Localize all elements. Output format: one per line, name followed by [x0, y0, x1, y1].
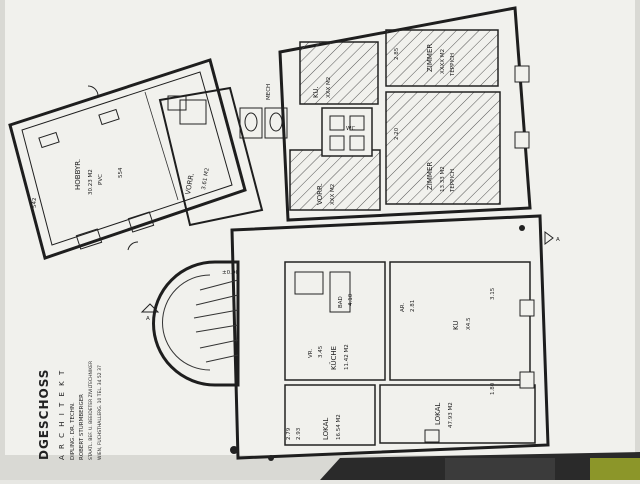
room-ku-ar	[389, 261, 531, 381]
vorr-top-area: XXX M2	[330, 184, 336, 205]
vorr-top-name: VORR.	[316, 183, 324, 205]
hobbyr-name: HOBBYR.	[74, 159, 82, 190]
room-zimmer-top	[385, 29, 499, 87]
room-lokal-small	[284, 384, 376, 446]
bad-area: 4.10	[348, 293, 354, 306]
room-ku	[299, 41, 379, 105]
section-arrow-right	[544, 231, 554, 245]
hobbyr-floor: PVC	[98, 174, 104, 185]
level-marker: ±0.00	[222, 270, 239, 276]
architect-line4: STAATL. BEF. U. BEEIDETER ZIVILTECHNIKER	[88, 361, 94, 460]
architect-line2: DIPLING. DR. TECHN.	[70, 402, 76, 460]
room-kueche	[284, 261, 386, 381]
dim-220: 2.20	[394, 127, 400, 140]
plan-title: DGESCHOSS	[37, 369, 51, 460]
mech-label: MECH	[266, 84, 272, 100]
lokal-small-area: 16.54 M2	[336, 414, 342, 440]
kueche-area: 11.42 M2	[344, 344, 350, 370]
lokal-main-area: 47.93 M2	[448, 402, 454, 428]
zimmer-bottom-area: 13.33 M2	[440, 166, 446, 192]
ar-name: AR.	[400, 303, 406, 312]
lokal-small-name: LOKAL	[322, 418, 330, 440]
room-hobbyr: HOBBYR. 30.23 M2 PVC 542 554	[8, 58, 247, 260]
room-lokal-main	[379, 384, 536, 444]
kueche-name: KÜCHE	[329, 346, 338, 370]
wc-label: WC	[346, 126, 355, 132]
architect-line1: A R C H I T E K T	[58, 369, 66, 460]
zimmer-top-name: ZIMMER	[426, 44, 434, 72]
ku-area: XXX M2	[326, 77, 332, 98]
ku2-area: X4.5	[466, 317, 472, 330]
dim-279: 2.79	[286, 427, 292, 440]
hobbyr-area: 30.23 M2	[88, 169, 94, 195]
spiral-staircase	[152, 260, 240, 387]
ar-area: 2.81	[410, 300, 416, 312]
bad-name: BAD	[338, 296, 344, 308]
vorr-diag-label: VORR.	[184, 172, 196, 195]
section-a1: A	[556, 237, 560, 243]
ku2-name: KU	[452, 320, 460, 330]
lower-block: ±0.00 KÜCHE 11.42 M2 BAD 4.10 VR. 3.45 A…	[152, 214, 550, 461]
room-vorr-top	[289, 149, 381, 211]
dim-315: 3.15	[490, 287, 496, 300]
dim-180: 1.80	[490, 382, 496, 395]
room-zimmer-bottom	[385, 91, 501, 205]
upper-right-block: ZIMMER XXXX M2 TEPPICH ZIMMER 13.33 M2 T…	[239, 6, 532, 222]
wc-fixture-2	[264, 107, 288, 139]
dim-285: 2.85	[394, 47, 400, 60]
section-a2: A	[146, 316, 150, 322]
architect-line3: ROBERT STURMBERGER	[79, 394, 85, 460]
ku-name: KU.	[312, 86, 320, 98]
wc-fixture-1	[239, 107, 263, 139]
zimmer-top-floor: TEPPICH	[450, 53, 456, 77]
vr-area: 3.45	[318, 345, 324, 358]
lokal-main-name: LOKAL	[434, 403, 442, 425]
zimmer-top-area: XXXX M2	[440, 49, 446, 74]
room-vorr-diagonal: VORR. 3.61 M2	[158, 86, 264, 227]
vr-name: VR.	[308, 349, 314, 358]
vorr-diag-area: 3.61 M2	[201, 167, 211, 190]
dim-554: 554	[118, 167, 124, 178]
zimmer-bottom-name: ZIMMER	[426, 162, 434, 190]
dim-542: 542	[32, 198, 38, 209]
architect-line5: WIEN, FUCHSTHALLERG. 10 TEL. 34 52 37	[97, 365, 103, 460]
zimmer-bottom-floor: TEPPICH	[450, 169, 456, 193]
title-block: DGESCHOSS A R C H I T E K T DIPLING. DR.…	[37, 361, 103, 460]
dim-293: 2.93	[296, 427, 302, 440]
